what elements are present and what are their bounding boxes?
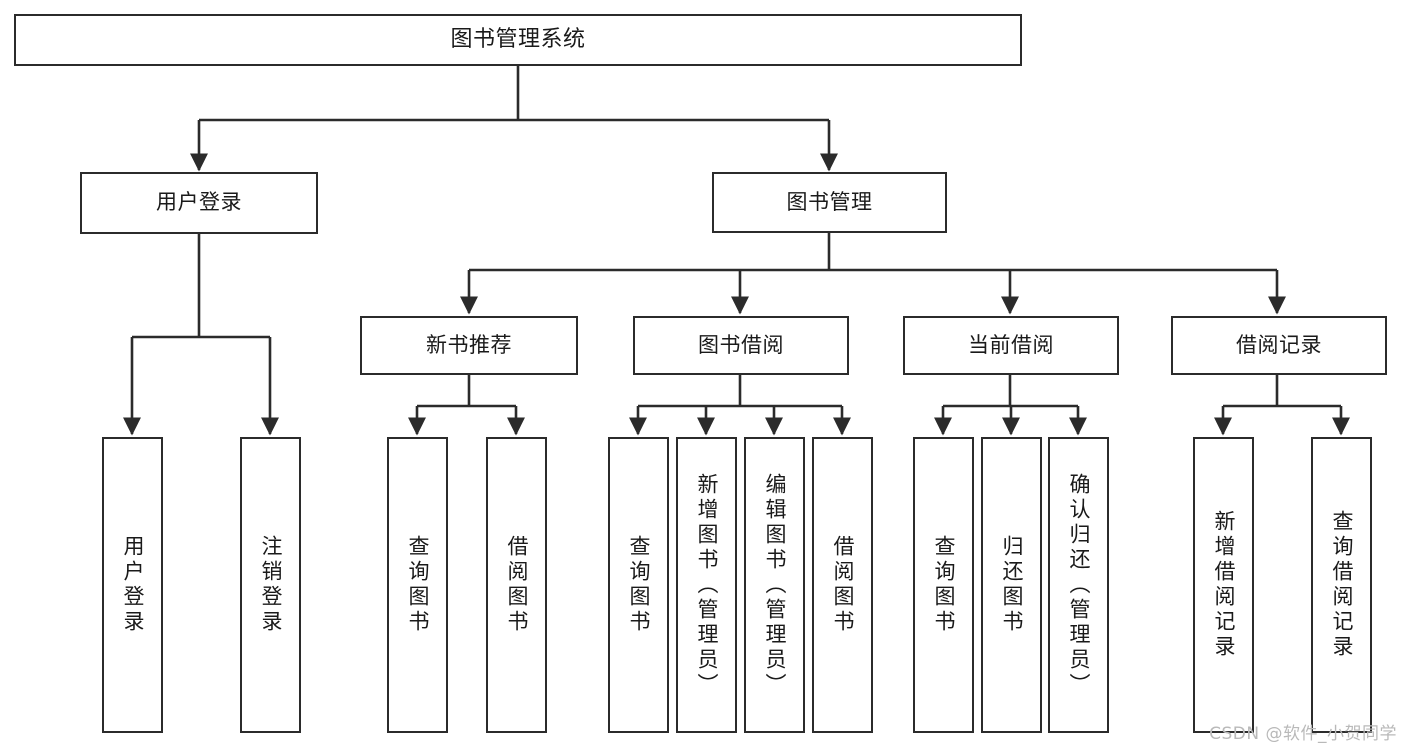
node-leaf-edit-book[interactable]: 编辑图书（管理员）: [744, 437, 805, 733]
node-book-manage[interactable]: 图书管理: [712, 172, 947, 233]
node-current-borrow[interactable]: 当前借阅: [903, 316, 1119, 375]
node-leaf-return-book[interactable]: 归还图书: [981, 437, 1042, 733]
node-book-borrow[interactable]: 图书借阅: [633, 316, 849, 375]
node-leaf-add-record[interactable]: 新增借阅记录: [1193, 437, 1254, 733]
node-root-label: 图书管理系统: [450, 26, 586, 52]
node-leaf-confirm-return-label: 确认归还（管理员）: [1067, 472, 1091, 698]
node-new-book-recommend-label: 新书推荐: [426, 332, 512, 357]
node-leaf-query-record[interactable]: 查询借阅记录: [1311, 437, 1372, 733]
node-leaf-borrow-book-1-label: 借阅图书: [505, 535, 529, 635]
node-leaf-add-book-label: 新增图书（管理员）: [695, 472, 719, 698]
node-leaf-query-record-label: 查询借阅记录: [1330, 510, 1354, 660]
node-leaf-confirm-return[interactable]: 确认归还（管理员）: [1048, 437, 1109, 733]
node-leaf-query-book-3[interactable]: 查询图书: [913, 437, 974, 733]
node-leaf-query-book-1[interactable]: 查询图书: [387, 437, 448, 733]
node-leaf-user-login-label: 用户登录: [121, 535, 145, 635]
node-book-borrow-label: 图书借阅: [698, 332, 784, 357]
node-borrow-record[interactable]: 借阅记录: [1171, 316, 1387, 375]
node-leaf-borrow-book-2[interactable]: 借阅图书: [812, 437, 873, 733]
node-leaf-query-book-3-label: 查询图书: [932, 535, 956, 635]
node-leaf-add-book[interactable]: 新增图书（管理员）: [676, 437, 737, 733]
node-leaf-query-book-1-label: 查询图书: [406, 535, 430, 635]
node-leaf-edit-book-label: 编辑图书（管理员）: [763, 472, 787, 698]
node-user-login[interactable]: 用户登录: [80, 172, 318, 234]
node-root-system[interactable]: 图书管理系统: [14, 14, 1022, 66]
node-leaf-logout-label: 注销登录: [259, 535, 283, 635]
node-leaf-query-book-2-label: 查询图书: [627, 535, 651, 635]
node-book-manage-label: 图书管理: [786, 189, 873, 214]
node-user-login-label: 用户登录: [156, 190, 242, 215]
node-new-book-recommend[interactable]: 新书推荐: [360, 316, 578, 375]
node-leaf-borrow-book-1[interactable]: 借阅图书: [486, 437, 547, 733]
node-leaf-query-book-2[interactable]: 查询图书: [608, 437, 669, 733]
node-leaf-add-record-label: 新增借阅记录: [1212, 510, 1236, 660]
node-leaf-user-login[interactable]: 用户登录: [102, 437, 163, 733]
node-leaf-borrow-book-2-label: 借阅图书: [831, 535, 855, 635]
node-borrow-record-label: 借阅记录: [1236, 332, 1322, 357]
node-leaf-logout[interactable]: 注销登录: [240, 437, 301, 733]
node-current-borrow-label: 当前借阅: [968, 332, 1054, 357]
node-leaf-return-book-label: 归还图书: [1000, 535, 1024, 635]
